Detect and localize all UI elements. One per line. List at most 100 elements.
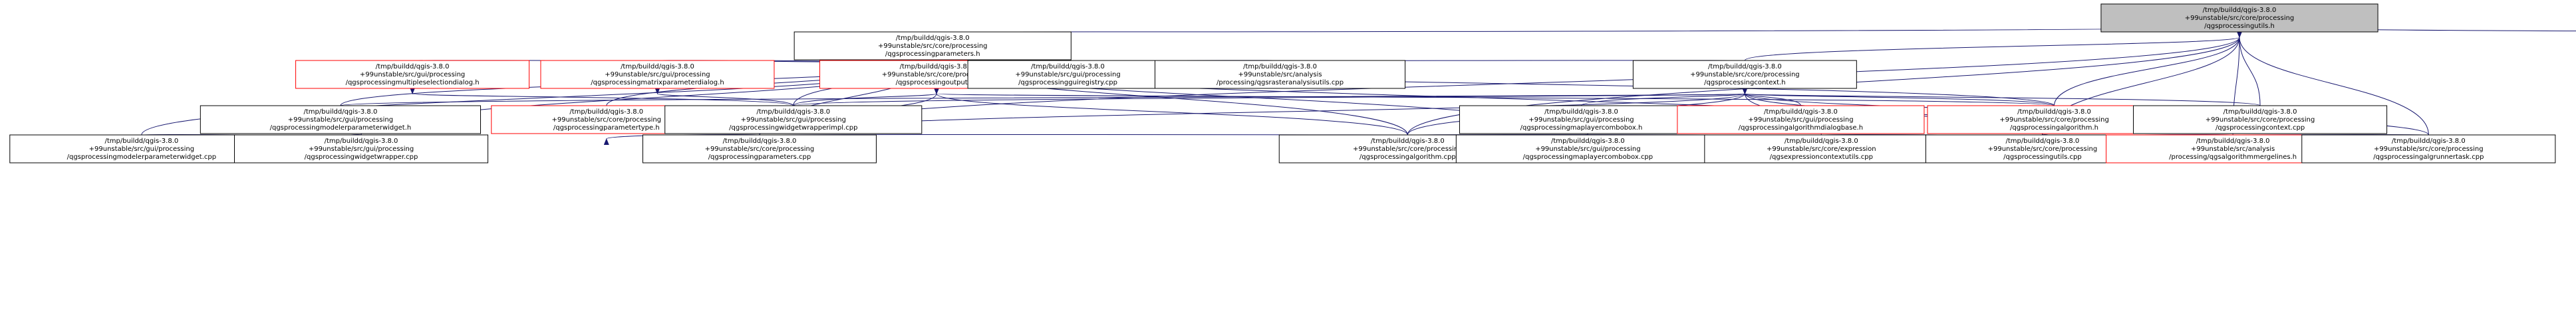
node-box	[642, 134, 877, 163]
node-label-line: +99unstable/src/analysis	[1238, 71, 1322, 78]
graph-node-widget-wrapper-cpp[interactable]: /tmp/buildd/qgis-3.8.0+99unstable/src/gu…	[233, 134, 489, 163]
node-label-line: /tmp/buildd/qgis-3.8.0	[896, 35, 970, 42]
dependency-edge	[409, 87, 794, 106]
node-label-line: /qgsprocessingguiregistry.cpp	[1018, 79, 1117, 86]
node-box	[9, 134, 274, 163]
node-label-line: +99unstable/src/gui/processing	[89, 146, 194, 153]
node-label-line: /tmp/buildd/qgis-3.8.0	[2392, 138, 2466, 145]
node-box	[200, 105, 482, 134]
node-label-line: /qgsprocessingalgorithm.h	[2010, 124, 2098, 132]
graph-node-modeler-widget-cpp[interactable]: /tmp/buildd/qgis-3.8.0+99unstable/src/gu…	[9, 134, 274, 163]
node-label: /tmp/buildd/qgis-3.8.0+99unstable/src/co…	[705, 138, 815, 161]
node-label-line: /tmp/buildd/qgis-3.8.0	[1371, 138, 1445, 145]
node-label-line: /tmp/buildd/qgis-3.8.0	[2196, 138, 2270, 145]
node-label-line: /qgsprocessingparameters.h	[885, 51, 980, 58]
node-label-line: /qgsexpressioncontextutils.cpp	[1770, 154, 1873, 161]
node-label-line: +99unstable/src/gui/processing	[288, 116, 393, 124]
node-box	[1677, 105, 1925, 134]
graph-node-raster-utils-cpp[interactable]: /tmp/buildd/qgis-3.8.0+99unstable/src/an…	[1155, 60, 1406, 89]
graph-node-parameters-h[interactable]: /tmp/buildd/qgis-3.8.0+99unstable/src/co…	[793, 31, 1072, 60]
node-label-line: /qgsprocessingalgorithmdialogbase.h	[1739, 124, 1863, 132]
node-label-line: /tmp/buildd/qgis-3.8.0	[1031, 63, 1105, 70]
node-label-line: /tmp/buildd/qgis-3.8.0	[756, 108, 830, 116]
node-box	[967, 60, 1169, 89]
node-label-line: +99unstable/src/core/expression	[1767, 146, 1876, 153]
graph-node-dialog-base-h[interactable]: /tmp/buildd/qgis-3.8.0+99unstable/src/gu…	[1677, 105, 1925, 134]
node-label-line: /tmp/buildd/qgis-3.8.0	[569, 108, 643, 116]
node-box	[2301, 134, 2556, 163]
graph-node-parameters-cpp[interactable]: /tmp/buildd/qgis-3.8.0+99unstable/src/co…	[642, 134, 877, 163]
node-label: /tmp/buildd/qgis-3.8.0+99unstable/src/co…	[1999, 108, 2109, 132]
node-label-line: +99unstable/src/gui/processing	[309, 146, 414, 153]
node-label-line: +99unstable/src/core/processing	[705, 146, 815, 153]
node-label-line: /tmp/buildd/qgis-3.8.0	[621, 63, 694, 70]
node-label: /tmp/buildd/qgis-3.8.0+99unstable/src/gu…	[1520, 108, 1643, 132]
node-label-line: /tmp/buildd/qgis-3.8.0	[900, 63, 974, 70]
dependency-edge	[2237, 31, 2261, 106]
node-box	[793, 31, 1072, 60]
node-label-line: /tmp/buildd/qgis-3.8.0	[2017, 108, 2091, 116]
graph-node-runner-task-cpp[interactable]: /tmp/buildd/qgis-3.8.0+99unstable/src/co…	[2301, 134, 2556, 163]
graph-node-modeler-widget-h[interactable]: /tmp/buildd/qgis-3.8.0+99unstable/src/gu…	[200, 105, 482, 134]
dependency-edge	[1580, 87, 1748, 106]
node-label-line: /qgsprocessingmatrixparameterdialog.h	[591, 79, 724, 86]
node-label: /tmp/buildd/qgis-3.8.0+99unstable/src/co…	[2185, 7, 2295, 30]
graph-node-gui-registry-cpp[interactable]: /tmp/buildd/qgis-3.8.0+99unstable/src/gu…	[967, 60, 1169, 89]
graph-node-expr-ctx-cpp[interactable]: /tmp/buildd/qgis-3.8.0+99unstable/src/co…	[1704, 134, 1939, 163]
node-label-line: /tmp/buildd/qgis-3.8.0	[2006, 138, 2080, 145]
node-label-line: /qgsprocessingcontext.cpp	[2216, 124, 2305, 132]
node-label-line: +99unstable/src/core/processing	[2206, 116, 2315, 124]
node-label: /tmp/buildd/qgis-3.8.0+99unstable/src/co…	[1767, 138, 1876, 161]
node-label-line: /qgsprocessingmaplayercombobox.h	[1520, 124, 1643, 132]
node-label-line: /qgsprocessingutils.cpp	[2003, 154, 2082, 161]
node-box	[1155, 60, 1406, 89]
node-label-line: /qgsprocessingalgorithm.cpp	[1360, 154, 1456, 161]
node-label-line: /tmp/buildd/qgis-3.8.0	[325, 138, 398, 145]
node-label-line: /qgsprocessingmultipleselectiondialog.h	[346, 79, 480, 86]
nodes-layer: /tmp/buildd/qgis-3.8.0+99unstable/src/co…	[9, 3, 2556, 163]
node-box	[1632, 60, 1857, 89]
graph-node-matrix-dialog-h[interactable]: /tmp/buildd/qgis-3.8.0+99unstable/src/gu…	[540, 60, 775, 89]
node-label: /tmp/buildd/qgis-3.8.0+99unstable/src/gu…	[729, 108, 857, 132]
node-label-line: /tmp/buildd/qgis-3.8.0	[2223, 108, 2297, 116]
graph-node-wrapper-impl-cpp[interactable]: /tmp/buildd/qgis-3.8.0+99unstable/src/gu…	[664, 105, 923, 134]
node-label: /tmp/buildd/qgis-3.8.0+99unstable/src/gu…	[270, 108, 412, 132]
node-label-line: /qgsprocessingmaplayercombobox.cpp	[1523, 154, 1653, 161]
node-label-line: /processing/qgsrasteranalysisutils.cpp	[1216, 79, 1344, 86]
node-label-line: /tmp/buildd/qgis-3.8.0	[1764, 108, 1838, 116]
graph-node-maplayer-combo-h[interactable]: /tmp/buildd/qgis-3.8.0+99unstable/src/gu…	[1459, 105, 1703, 134]
node-box	[233, 134, 489, 163]
dependency-edge	[793, 87, 940, 106]
node-label-line: /qgsprocessingutils.h	[2204, 23, 2275, 30]
node-label: /tmp/buildd/qgis-3.8.0+99unstable/src/an…	[1216, 63, 1344, 86]
graph-node-context-h[interactable]: /tmp/buildd/qgis-3.8.0+99unstable/src/co…	[1632, 60, 1857, 89]
node-label-line: +99unstable/src/gui/processing	[1748, 116, 1853, 124]
node-label: /tmp/buildd/qgis-3.8.0+99unstable/src/co…	[882, 63, 992, 86]
node-label: /tmp/buildd/qgis-3.8.0+99unstable/src/gu…	[67, 138, 216, 161]
node-label-line: /qgsprocessingwidgetwrapperimpl.cpp	[729, 124, 857, 132]
graph-node-context-cpp[interactable]: /tmp/buildd/qgis-3.8.0+99unstable/src/co…	[2133, 105, 2388, 134]
dependency-edge	[932, 20, 2244, 33]
node-label-line: /qgsprocessingcontext.h	[1704, 79, 1785, 86]
node-label-line: /tmp/buildd/qgis-3.8.0	[1551, 138, 1625, 145]
graph-node-multiple-dialog-h[interactable]: /tmp/buildd/qgis-3.8.0+99unstable/src/gu…	[295, 60, 530, 89]
node-label-line: +99unstable/src/gui/processing	[360, 71, 465, 78]
node-label-line: +99unstable/src/gui/processing	[741, 116, 846, 124]
node-label: /tmp/buildd/qgis-3.8.0+99unstable/src/co…	[1988, 138, 2098, 161]
node-label: /tmp/buildd/qgis-3.8.0+99unstable/src/co…	[2373, 138, 2484, 161]
graph-node-utils-h[interactable]: /tmp/buildd/qgis-3.8.0+99unstable/src/co…	[2100, 3, 2378, 33]
node-label: /tmp/buildd/qgis-3.8.0+99unstable/src/co…	[551, 108, 661, 132]
node-label: /tmp/buildd/qgis-3.8.0+99unstable/src/an…	[2169, 138, 2297, 161]
node-label: /tmp/buildd/qgis-3.8.0+99unstable/src/co…	[1690, 63, 1800, 86]
dependency-edge	[1742, 87, 1801, 106]
node-label-line: /tmp/buildd/qgis-3.8.0	[104, 138, 178, 145]
graph-node-maplayer-combo-cpp[interactable]: /tmp/buildd/qgis-3.8.0+99unstable/src/gu…	[1455, 134, 1720, 163]
node-label-line: /tmp/buildd/qgis-3.8.0	[304, 108, 378, 116]
dependency-edge	[932, 87, 2055, 106]
node-box	[295, 60, 530, 89]
node-label-line: /qgsprocessingmodelerparameterwidget.h	[270, 124, 412, 132]
node-label: /tmp/buildd/qgis-3.8.0+99unstable/src/gu…	[346, 63, 480, 86]
node-box	[664, 105, 923, 134]
node-label-line: /qgsprocessingmodelerparameterwidget.cpp	[67, 154, 216, 161]
